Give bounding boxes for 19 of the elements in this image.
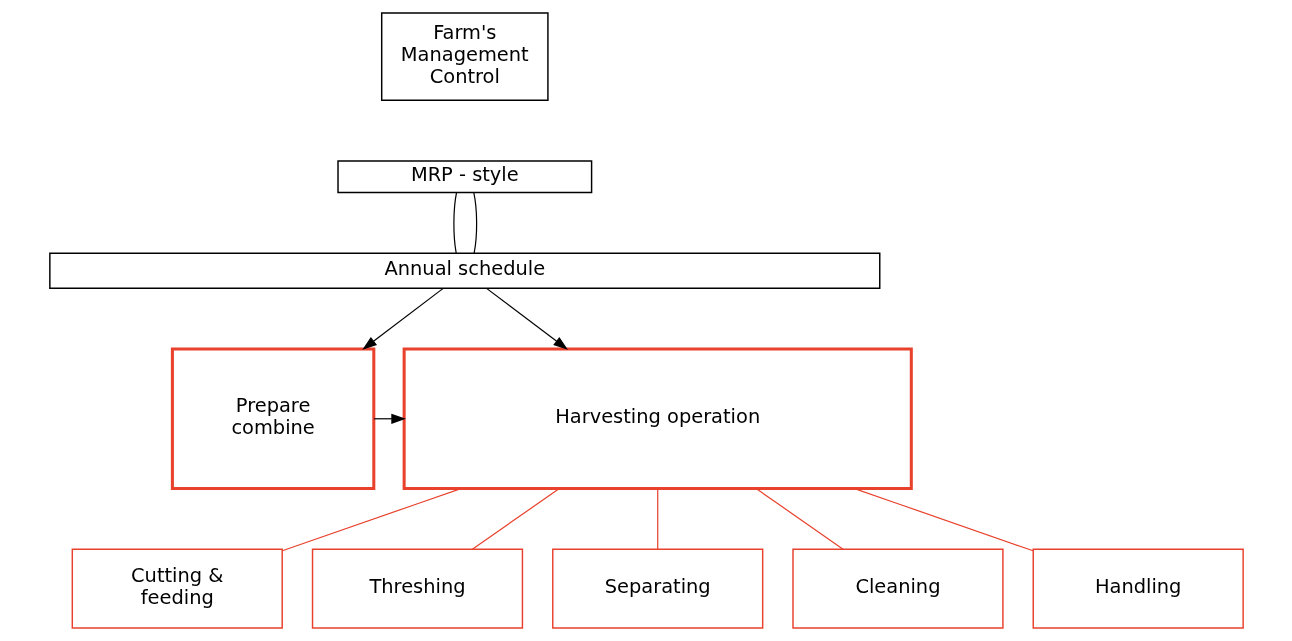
node-box: Harvesting operation [402,347,913,491]
arrow [361,287,444,350]
connector [472,192,477,254]
node-box: Prepare combine [170,347,375,491]
node-box: Annual schedule [48,252,880,290]
node-box: Farm's Management Control [380,12,549,101]
connector [471,487,560,550]
arrow [485,287,568,350]
node-box: Cleaning [791,548,1004,629]
connector [755,487,844,550]
node-box: Handling [1032,548,1244,629]
node-box: MRP - style [336,160,592,194]
connector [853,487,1034,552]
connector [281,487,461,552]
node-box: Separating [551,548,763,629]
connector [656,487,658,550]
connector [452,192,457,254]
node-box: Threshing [311,548,523,629]
node-box: Cutting & feeding [71,548,283,629]
